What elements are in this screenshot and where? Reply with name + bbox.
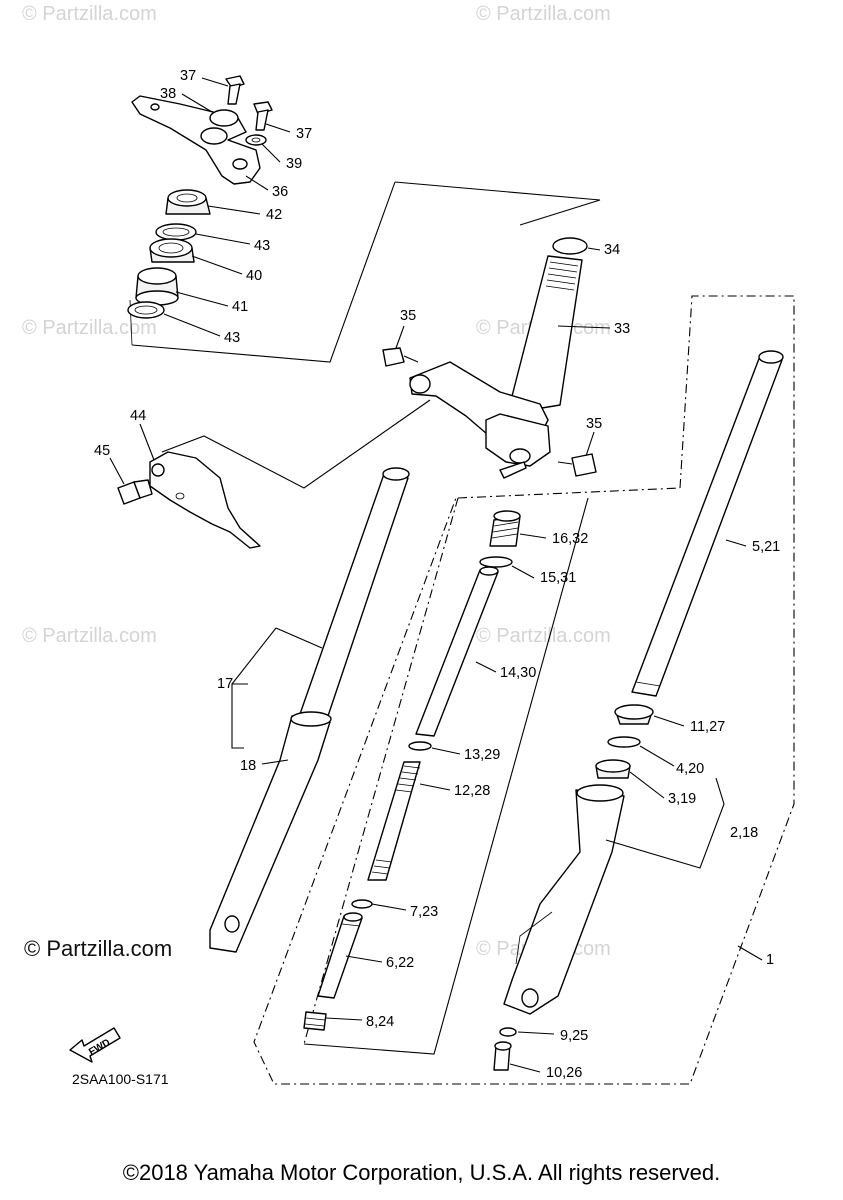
gasket-9 [499, 1027, 517, 1037]
washer-13 [408, 741, 432, 751]
callout-11-27: 11,27 [690, 719, 725, 735]
callout-33: 33 [614, 321, 630, 337]
callout-16-32: 16,32 [552, 531, 588, 547]
callout-18: 18 [240, 758, 256, 774]
watermark-text: © Partzilla.com [22, 3, 157, 25]
callout-3-19: 3,19 [668, 791, 696, 807]
fork-spring-12 [367, 761, 421, 881]
callout-8-24: 8,24 [366, 1014, 394, 1030]
race-41 [135, 267, 179, 306]
outer-tube-2 [503, 784, 625, 1015]
callout-5-21: 5,21 [752, 539, 780, 555]
washer-38 [209, 109, 239, 127]
callout-labels: 37 38 37 39 36 42 43 40 41 43 34 35 33 3… [94, 68, 780, 1081]
callout-42: 42 [266, 207, 282, 223]
callout-15-31: 15,31 [540, 570, 576, 586]
fwd-label: FWD [87, 1037, 112, 1058]
upper-bracket-group [127, 75, 601, 363]
callout-4-20: 4,20 [676, 761, 704, 777]
under-bracket-33 [161, 237, 597, 489]
guide-44 [117, 451, 261, 549]
copyright-footer: ©2018 Yamaha Motor Corporation, U.S.A. A… [122, 1160, 721, 1185]
race-40 [149, 238, 195, 263]
diagram-code: 2SAA100-S171 [72, 1071, 169, 1087]
callout-36: 36 [272, 184, 288, 200]
right-fork-assembly [253, 295, 795, 1085]
bolt-37b [253, 101, 273, 131]
bolt-35b [571, 453, 597, 477]
callout-39: 39 [286, 156, 302, 172]
site-watermark: © Partzilla.com [24, 936, 173, 961]
callout-43b: 43 [224, 330, 240, 346]
leader-lines [109, 77, 763, 1073]
bolt-37 [225, 75, 245, 105]
callout-35b: 35 [586, 416, 602, 432]
metal-3 [595, 759, 631, 779]
callout-38: 38 [160, 86, 176, 102]
washer-39 [245, 134, 267, 146]
damper-group [303, 487, 681, 1055]
watermark-text: © Partzilla.com [476, 3, 611, 25]
inner-tube-5 [631, 355, 783, 697]
damper-rod-6 [317, 912, 363, 999]
callout-2-18: 2,18 [730, 825, 758, 841]
o-ring-15 [479, 556, 513, 568]
callout-45: 45 [94, 443, 110, 459]
left-fork-assembly [209, 467, 410, 953]
callout-10-26: 10,26 [546, 1065, 582, 1081]
watermark-text: © Partzilla.com [22, 625, 157, 647]
piston-ring-7 [351, 899, 373, 909]
ring-nut-42 [165, 189, 211, 215]
inner-tube-17 [299, 473, 409, 717]
callout-13-29: 13,29 [464, 747, 500, 763]
callout-37b: 37 [296, 126, 312, 142]
callout-7-23: 7,23 [410, 904, 438, 920]
callout-40: 40 [246, 268, 262, 284]
watermark-layer: © Partzilla.com © Partzilla.com © Partzi… [22, 3, 611, 960]
ball-race-43b [127, 301, 165, 319]
callout-12-28: 12,28 [454, 783, 490, 799]
ball-race-43 [155, 223, 197, 241]
callout-1: 1 [766, 952, 774, 968]
callout-35: 35 [400, 308, 416, 324]
callout-34: 34 [604, 242, 620, 258]
clip-4 [607, 736, 641, 748]
callout-9-25: 9,25 [560, 1028, 588, 1044]
callout-43: 43 [254, 238, 270, 254]
cap-34 [552, 237, 588, 255]
fwd-arrow-icon: FWD [69, 1027, 121, 1063]
bolt-35 [382, 347, 405, 367]
watermark-text: © Partzilla.com [22, 317, 157, 339]
oil-seal-11 [614, 704, 654, 725]
callout-44: 44 [130, 408, 146, 424]
cap-bolt-16 [489, 510, 521, 547]
callout-41: 41 [232, 299, 248, 315]
outer-tube-18 [209, 715, 331, 953]
callout-6-22: 6,22 [386, 955, 414, 971]
watermark-text: © Partzilla.com [476, 625, 611, 647]
bolt-10 [493, 1041, 512, 1071]
callout-17: 17 [217, 676, 233, 692]
spacer-14 [415, 569, 499, 737]
bolt-45 [117, 479, 153, 505]
callout-14-30: 14,30 [500, 665, 536, 681]
rebound-spring-8 [303, 1011, 327, 1031]
upper-bracket [131, 95, 261, 185]
callout-37: 37 [180, 68, 196, 84]
